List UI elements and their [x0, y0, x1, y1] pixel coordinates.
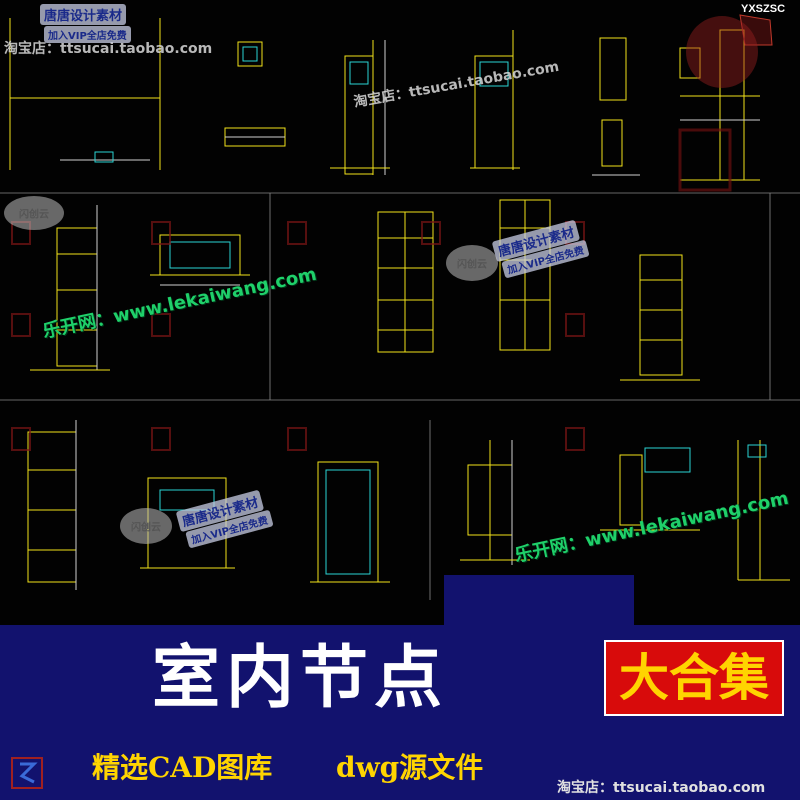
subtitle-cad-library: 精选CAD图库 — [92, 751, 273, 784]
cad-drawings — [0, 14, 800, 600]
shop-watermark-bottom-right: 淘宝店：ttsucai.taobao.com — [557, 780, 766, 796]
cad-section-9 — [377, 211, 434, 353]
cad-drawings-area: 淘宝店：ttsucai.taobao.com 淘宝店：ttsucai.taoba… — [0, 2, 800, 600]
cad-section-16 — [600, 447, 700, 531]
logo-blob-2: 闪创云 — [446, 245, 498, 281]
page-title: 室内节点 — [152, 638, 449, 718]
cad-section-6 — [679, 14, 773, 181]
logo-blob-1: 闪创云 — [4, 196, 64, 230]
cad-section-12 — [27, 420, 77, 590]
vip-badge-1: 唐唐设计素材 加入VIP全店免费 — [30, 2, 134, 66]
cad-section-5 — [592, 37, 640, 176]
cad-section-8 — [150, 234, 250, 286]
cad-section-7 — [30, 205, 110, 371]
collection-badge: 大合集 — [604, 640, 784, 716]
cad-section-14 — [310, 461, 390, 583]
vip-badge-name: 唐唐设计素材 — [40, 4, 127, 25]
banner-notch — [444, 575, 634, 627]
cad-section-4 — [470, 30, 520, 170]
cad-section-17 — [737, 440, 790, 581]
cad-section-3 — [330, 40, 390, 175]
corner-code: YXSZSC — [741, 3, 786, 15]
collection-badge-label: 大合集 — [619, 649, 769, 707]
vip-badge-tag: 加入VIP全店免费 — [44, 26, 131, 43]
cad-section-1 — [9, 18, 161, 170]
logo-mark-icon — [11, 757, 43, 789]
cad-section-15 — [460, 440, 530, 565]
cad-section-11 — [620, 254, 700, 381]
shop-watermark-top-left: 淘宝店：ttsucai.taobao.com — [4, 41, 213, 57]
logo-blob-3: 闪创云 — [120, 508, 172, 544]
cad-section-2 — [224, 41, 286, 147]
logo-blob-4 — [686, 16, 758, 88]
subtitle-dwg-source: dwg源文件 — [336, 751, 484, 784]
